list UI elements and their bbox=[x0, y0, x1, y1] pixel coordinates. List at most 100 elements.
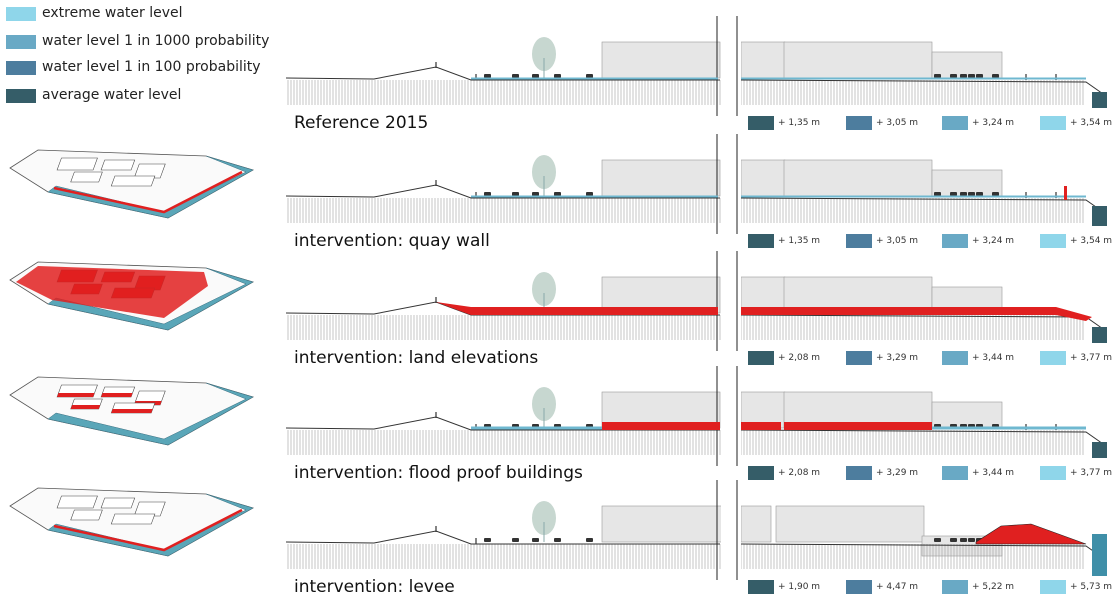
water-level-text: + 3,05 m bbox=[876, 236, 919, 246]
water-level-text: + 3,24 m bbox=[972, 236, 1015, 246]
land-elevation bbox=[436, 302, 718, 315]
building bbox=[783, 159, 933, 197]
building bbox=[110, 513, 156, 525]
legend-swatch bbox=[6, 61, 36, 75]
car-icon bbox=[968, 192, 975, 196]
ground-hatch bbox=[287, 315, 1084, 340]
car-icon bbox=[554, 192, 561, 196]
water-level-text: + 5,73 m bbox=[1070, 582, 1112, 592]
building bbox=[70, 171, 103, 183]
legend-swatch bbox=[6, 7, 36, 21]
section-title: Reference 2015 bbox=[294, 113, 429, 133]
water-level-text: + 3,05 m bbox=[876, 118, 919, 128]
raised-building bbox=[101, 393, 133, 397]
section-title: intervention: quay wall bbox=[294, 231, 490, 251]
water-area bbox=[47, 493, 254, 557]
water-level-text: + 3,44 m bbox=[972, 353, 1015, 363]
building bbox=[601, 505, 723, 543]
car-icon bbox=[934, 74, 941, 78]
levee bbox=[53, 508, 243, 552]
car-icon bbox=[960, 192, 967, 196]
section-title: intervention: levee bbox=[294, 577, 455, 597]
car-icon bbox=[532, 192, 539, 196]
car-icon bbox=[976, 74, 983, 78]
building bbox=[740, 505, 772, 543]
building bbox=[601, 159, 721, 197]
ground-hatch bbox=[287, 198, 1084, 223]
car-icon bbox=[586, 538, 593, 542]
building bbox=[775, 505, 925, 543]
water-level-swatch bbox=[1040, 351, 1066, 365]
legend-swatch bbox=[6, 35, 36, 49]
building bbox=[783, 41, 933, 79]
water-level-text: + 1,35 m bbox=[778, 236, 821, 246]
water-level-text: + 3,29 m bbox=[876, 468, 919, 478]
building bbox=[70, 509, 103, 521]
legend-label: extreme water level bbox=[42, 5, 183, 21]
raised-building bbox=[741, 422, 781, 430]
car-icon bbox=[484, 192, 491, 196]
building bbox=[56, 495, 98, 509]
isometric-model bbox=[9, 487, 255, 557]
tree-icon bbox=[532, 272, 556, 313]
cross-section bbox=[285, 130, 1107, 240]
ground-line-right bbox=[740, 429, 1107, 447]
water-level-text: + 2,08 m bbox=[778, 353, 821, 363]
car-icon bbox=[484, 74, 491, 78]
section-title: intervention: flood proof buildings bbox=[294, 463, 583, 483]
water-level-swatch bbox=[748, 234, 774, 248]
building bbox=[601, 41, 721, 79]
raised-building bbox=[70, 405, 101, 409]
water-level-swatch bbox=[748, 116, 774, 130]
car-icon bbox=[586, 74, 593, 78]
cross-section bbox=[285, 362, 1107, 472]
water-level-swatch bbox=[846, 351, 872, 365]
isometric-model bbox=[9, 376, 255, 446]
land-elevation bbox=[16, 266, 208, 318]
isometric-model bbox=[9, 261, 255, 331]
water-level-swatch bbox=[748, 351, 774, 365]
ground-hatch bbox=[287, 430, 1084, 455]
car-icon bbox=[950, 538, 957, 542]
car-icon bbox=[532, 74, 539, 78]
building bbox=[100, 497, 136, 509]
water-area bbox=[47, 155, 254, 219]
water-level-text: + 2,08 m bbox=[778, 468, 821, 478]
water-level-text: + 3,54 m bbox=[1070, 118, 1112, 128]
water-level-swatch bbox=[1040, 234, 1066, 248]
section-title: intervention: land elevations bbox=[294, 348, 539, 368]
cross-section bbox=[285, 12, 1107, 122]
water-level-swatch bbox=[1040, 580, 1066, 594]
building bbox=[110, 175, 156, 187]
car-icon bbox=[532, 538, 539, 542]
water-level-text: + 3,29 m bbox=[876, 353, 919, 363]
building bbox=[100, 159, 136, 171]
quay-wall bbox=[53, 170, 243, 214]
raised-building bbox=[57, 393, 95, 397]
water-level-text: + 3,24 m bbox=[972, 118, 1015, 128]
water-level-swatch bbox=[846, 466, 872, 480]
ground-line-right bbox=[740, 197, 1107, 215]
building bbox=[740, 41, 786, 79]
water-level-swatch bbox=[846, 116, 872, 130]
cross-section bbox=[285, 476, 1107, 586]
quay-wall bbox=[1064, 186, 1067, 200]
cross-section bbox=[285, 247, 1107, 357]
car-icon bbox=[976, 192, 983, 196]
tree-icon bbox=[532, 37, 556, 78]
building bbox=[56, 157, 98, 171]
legend-label: average water level bbox=[42, 87, 182, 103]
car-icon bbox=[968, 538, 975, 542]
water-level-text: + 3,77 m bbox=[1070, 353, 1112, 363]
car-icon bbox=[950, 74, 957, 78]
water-level-swatch bbox=[942, 351, 968, 365]
river-water bbox=[1092, 534, 1107, 576]
building bbox=[931, 401, 1003, 429]
building bbox=[740, 159, 786, 197]
water-level-text: + 3,77 m bbox=[1070, 468, 1112, 478]
water-level-text: + 3,54 m bbox=[1070, 236, 1112, 246]
raised-building bbox=[784, 422, 932, 430]
legend-label: water level 1 in 100 probability bbox=[42, 59, 261, 75]
car-icon bbox=[968, 74, 975, 78]
water-level-swatch bbox=[942, 466, 968, 480]
